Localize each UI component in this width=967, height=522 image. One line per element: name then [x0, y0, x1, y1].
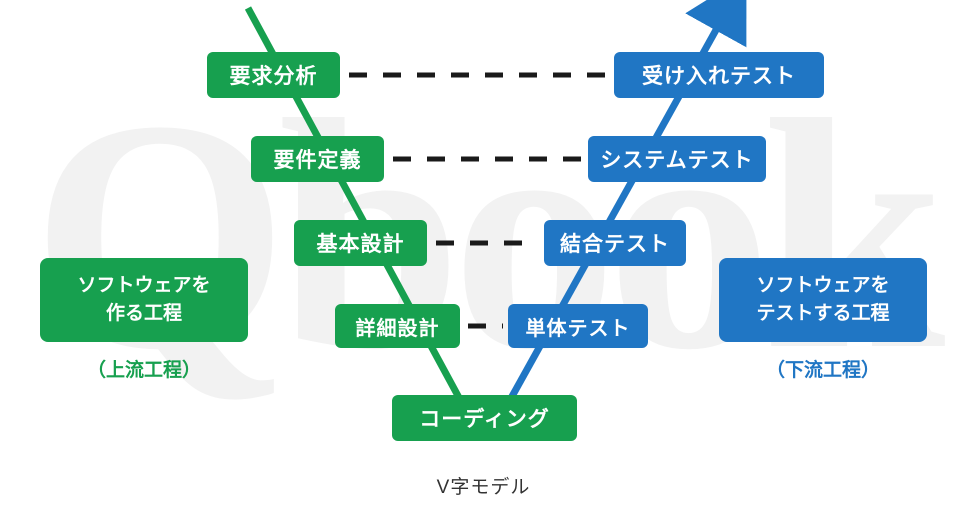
node-label: 詳細設計	[355, 317, 440, 340]
side-box-upstream-line1: ソフトウェアを	[77, 275, 211, 297]
node-system-test[interactable]: システムテスト	[588, 136, 766, 182]
side-box-downstream: ソフトウェアを テストする工程	[719, 258, 927, 342]
side-box-upstream-text: ソフトウェアを 作る工程	[77, 272, 210, 327]
node-label: 単体テスト	[525, 317, 631, 340]
node-acceptance-test[interactable]: 受け入れテスト	[614, 52, 824, 98]
node-label: 受け入れテスト	[642, 65, 796, 88]
side-label-downstream: （下流工程）	[765, 360, 880, 381]
node-coding[interactable]: コーディング	[392, 395, 577, 441]
side-box-downstream-line2: テストする工程	[756, 303, 890, 324]
node-requirement-analysis[interactable]: 要求分析	[207, 52, 340, 98]
node-basic-design[interactable]: 基本設計	[294, 220, 427, 266]
side-box-downstream-text: ソフトウェアを テストする工程	[756, 272, 889, 327]
node-label: 基本設計	[316, 233, 405, 256]
node-label: 要求分析	[229, 65, 318, 88]
node-label: 結合テスト	[560, 233, 670, 256]
side-label-upstream: （上流工程）	[86, 360, 201, 381]
node-label: コーディング	[419, 408, 550, 431]
node-requirement-definition[interactable]: 要件定義	[251, 136, 384, 182]
side-box-upstream-line2: 作る工程	[105, 303, 182, 324]
node-detailed-design[interactable]: 詳細設計	[335, 304, 460, 348]
node-integration-test[interactable]: 結合テスト	[544, 220, 686, 266]
node-unit-test[interactable]: 単体テスト	[508, 304, 648, 348]
diagram-caption: V字モデル	[436, 477, 531, 498]
side-box-upstream: ソフトウェアを 作る工程	[40, 258, 248, 342]
node-label: システムテスト	[600, 149, 754, 172]
node-label: 要件定義	[273, 149, 362, 172]
side-box-downstream-line1: ソフトウェアを	[756, 275, 890, 297]
